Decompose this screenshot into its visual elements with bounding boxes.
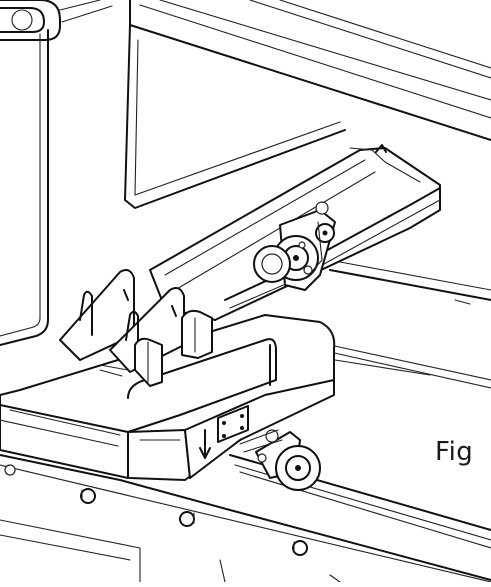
- carriage-body: [0, 314, 336, 481]
- caster-wheels: [4, 464, 308, 556]
- figure-label: Fig: [435, 437, 474, 467]
- frame-corner-bracket: [0, 0, 113, 41]
- upper-housing: [0, 0, 491, 346]
- upper-pulley-assembly: [253, 201, 336, 291]
- lower-pulley: [239, 429, 321, 491]
- holder-fingers: [59, 269, 213, 387]
